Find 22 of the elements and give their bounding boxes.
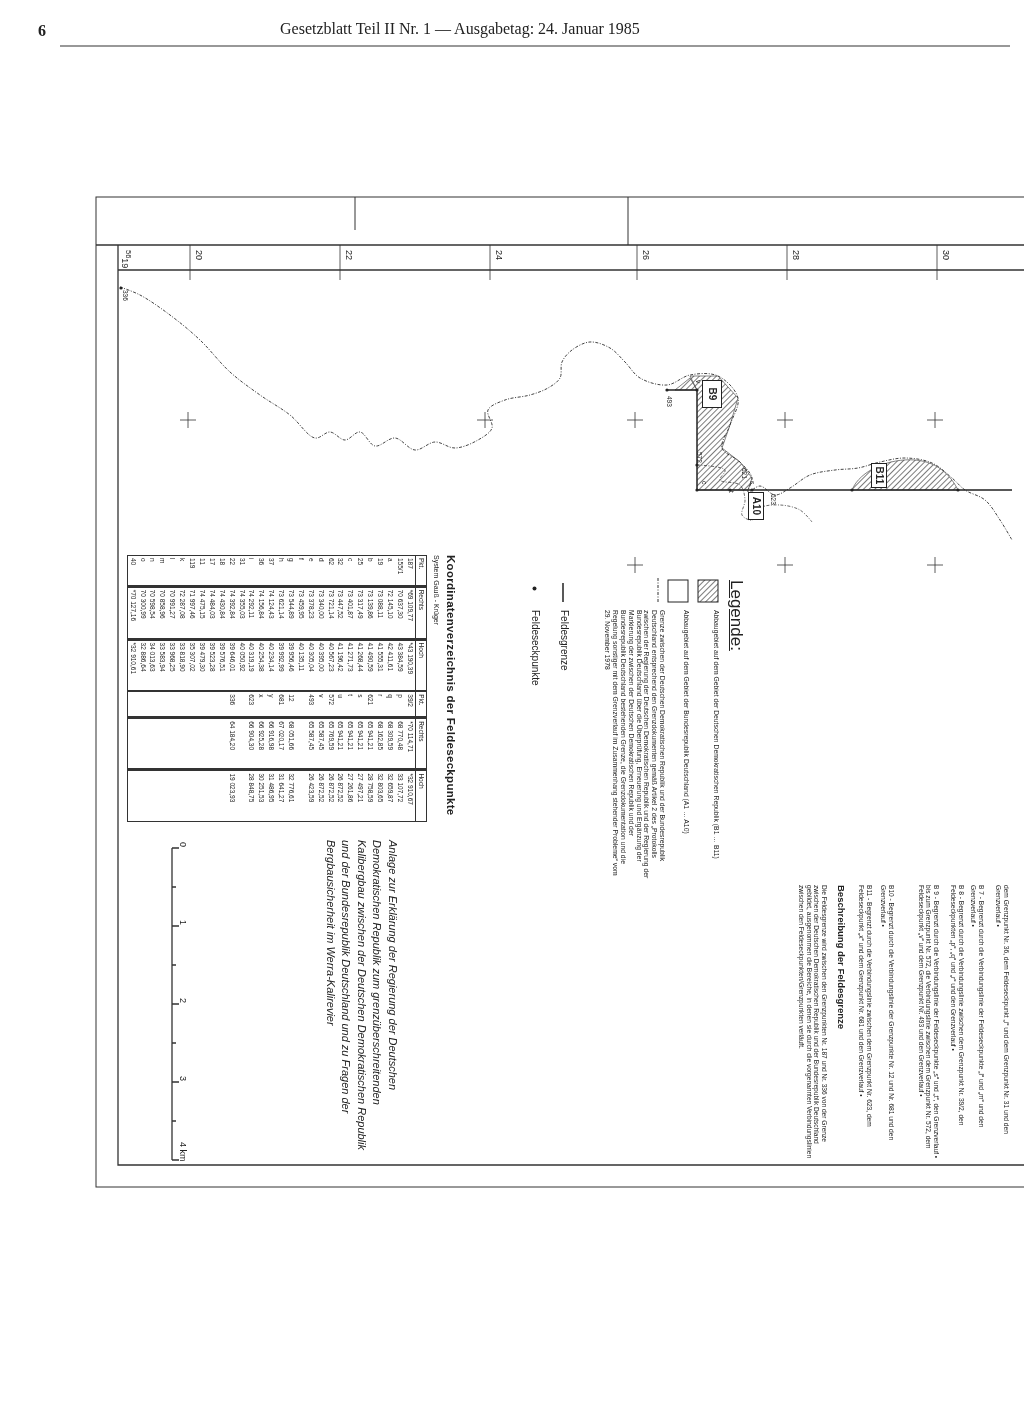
legend-text: Feldeseckpunkte <box>529 610 541 688</box>
scale-label: 2 <box>177 998 188 1005</box>
grid-coordinate: 28 <box>790 250 801 262</box>
scale-label: 1 <box>177 920 188 927</box>
page-number: 6 <box>38 22 46 40</box>
grid-coordinate: 26 <box>640 250 651 262</box>
area-label: B11 <box>871 463 887 488</box>
legend-text: Feldesgrenze <box>558 610 570 673</box>
page-header: Gesetzblatt Teil II Nr. 1 — Ausgabetag: 24. Januar 1985 <box>280 20 640 38</box>
scale-label: 0 <box>177 842 188 849</box>
grid-coordinate: 22 <box>343 250 354 262</box>
grid-coordinate: 24 <box>493 250 504 262</box>
scale-label: 4 km <box>177 1142 188 1164</box>
area-label: A10 <box>748 492 764 520</box>
section-heading: Beschreibung der Feldesgrenze <box>835 885 846 1032</box>
area-label: B9 <box>702 380 722 408</box>
legend-heading: Legende: <box>726 580 746 653</box>
table-title: Koordinatenverzeichnis der Feldeseckpunkte <box>444 555 457 818</box>
scale-label: 3 <box>177 1076 188 1083</box>
grid-coordinate: 30 <box>940 250 951 262</box>
caption: Anlage zur Erklärung der Regierung der Deutschen Demokratischen Republik zum grenzüberschreitenden Kalibergbau zwischen der Deutschen Demokratischen Republik und der Bundesrepublik Deutschland und zu Fragen der Bergbausicherheit im Werra-Kalirevier <box>324 840 400 1150</box>
grid-coordinate: 20 <box>193 250 204 262</box>
